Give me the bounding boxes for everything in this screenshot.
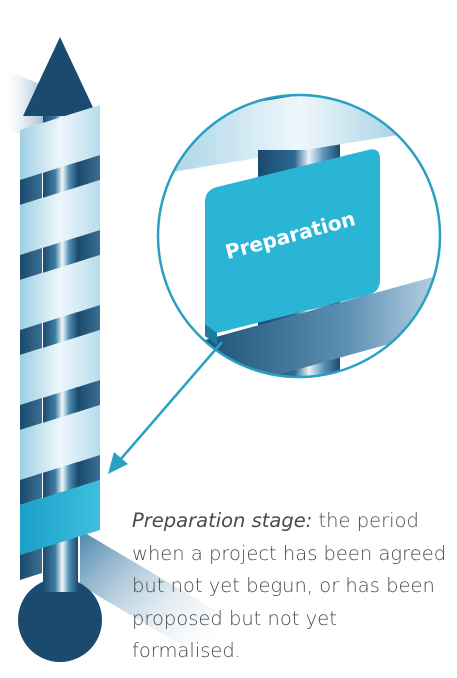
spiral-band-back (78, 305, 100, 337)
spiral-band-back (20, 323, 42, 355)
spiral-band (20, 405, 100, 480)
zoom-preparation-tag (205, 149, 380, 334)
zoom-band-bottom (205, 275, 440, 377)
spiral-band-back (20, 248, 42, 280)
spiral-band (20, 180, 100, 255)
stage-description: Preparation stage: the period when a pro… (132, 505, 452, 668)
zoom-tag-shadow (205, 324, 217, 345)
spiral-band-back (20, 473, 42, 505)
spiral-band-back (78, 155, 100, 187)
spiral-band (20, 255, 100, 330)
spiral-band-back (20, 548, 42, 580)
preparation-band (20, 480, 100, 555)
zoom-callout: Preparation (156, 93, 442, 379)
start-dot (18, 578, 102, 662)
spiral-band (20, 105, 100, 180)
spiral-band-back (20, 398, 42, 430)
spiral-band (20, 330, 100, 405)
spiral-band-back (78, 455, 100, 487)
ribbon-tail-bottom (80, 530, 215, 665)
spiral-band-back (78, 230, 100, 262)
arrow-head-icon (23, 37, 97, 116)
spiral-band-back (20, 173, 42, 205)
spiral-band-back (78, 380, 100, 412)
spiral-bands (20, 105, 100, 505)
stage-description-lead: Preparation stage: (132, 509, 313, 532)
stage-description-body: the period when a project has been agree… (132, 509, 447, 662)
zoom-connector-line (119, 341, 223, 461)
zoom-connector-arrow-icon (108, 452, 128, 474)
zoom-circle-outline (156, 93, 442, 379)
